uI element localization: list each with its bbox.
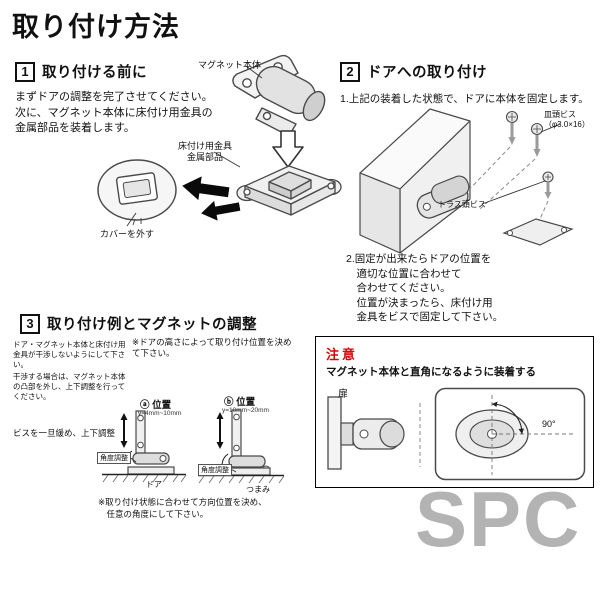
caution-text: マグネット本体と直角になるように装着する xyxy=(326,366,536,378)
door-label: ドア xyxy=(146,480,162,489)
remove-arrow-icon xyxy=(182,176,230,201)
page-title: 取り付け方法 xyxy=(12,12,180,42)
caution-box: 注意 マグネット本体と直角になるように装着する 扉 90° xyxy=(315,336,594,488)
caution-front-illustration xyxy=(434,387,586,481)
section1-body: まずドアの調整を完了させてください。 次に、マグネット本体に床付け用金具の 金属… xyxy=(15,91,213,134)
adjustment-b-illustration xyxy=(198,409,285,484)
section2-heading: ドアへの取り付け xyxy=(367,65,487,81)
door-mount-illustration xyxy=(359,108,574,254)
section2-step2: 2.固定が出来たらドアの位置を 適切な位置に合わせて 合わせてください。 位置が… xyxy=(346,253,504,323)
section1-header: 1 取り付ける前に xyxy=(15,61,147,82)
floor-fitting-label: 床付け用金具 金属部品 xyxy=(178,141,233,162)
angle-90-label: 90° xyxy=(542,419,556,429)
remove-cover-label: カバーを外す xyxy=(100,229,155,239)
knob-label: つまみ xyxy=(246,485,270,494)
truss-head-screw-label: トラス頭ビス xyxy=(438,200,486,209)
magnet-body-label: マグネット本体 xyxy=(198,60,262,70)
angle-adjust-label-b: 角度調整 xyxy=(198,464,232,476)
position-a-label: ⓐ 位置 xyxy=(140,400,172,411)
angle-adjust-label-a: 角度調整 xyxy=(97,452,131,464)
position-b-label: ⓑ 位置 xyxy=(224,397,256,408)
position-a-range: y=4mm~10mm xyxy=(138,410,182,417)
loosen-screw-label: ビスを一旦緩め、上下調整 xyxy=(13,428,116,438)
section3-header: 3 取り付け例とマグネットの調整 xyxy=(20,313,257,334)
spc-watermark: SPC xyxy=(415,475,582,563)
adjustment-a-illustration xyxy=(102,410,187,483)
section2-number: 2 xyxy=(340,61,360,82)
height-note: ※ドアの高さによって取り付け位置を決めて下さい。 xyxy=(132,337,292,358)
section3-heading: 取り付け例とマグネットの調整 xyxy=(47,317,257,333)
position-b-range: y=10mm~20mm xyxy=(222,407,269,414)
adjust-note: 干渉する場合は、マグネット本体の凸部を外し、上下調整を行ってください。 xyxy=(13,372,126,401)
caution-title: 注意 xyxy=(326,347,359,362)
section1-number: 1 xyxy=(15,61,35,82)
section1-heading: 取り付ける前に xyxy=(42,65,147,81)
direction-note: ※取り付け状態に合わせて方向位置を決め、 任意の角度にして下さい。 xyxy=(98,497,267,519)
cover-plate-illustration xyxy=(97,159,177,226)
section2-header: 2 ドアへの取り付け xyxy=(340,61,487,82)
magnet-body-illustration xyxy=(232,54,326,137)
section3-number: 3 xyxy=(20,313,40,334)
remove-arrow-icon xyxy=(201,200,241,221)
attach-down-arrow-icon xyxy=(272,130,304,168)
clearance-note: ドア・マグネット本体と床付け用金具が干渉しないようにして下さい。 xyxy=(13,340,126,369)
metal-part-illustration xyxy=(236,165,342,216)
flat-head-screw-label: 皿頭ビス （φ3.0×16） xyxy=(544,110,590,129)
section2-step1: 1.上記の装着した状態で、ドアに本体を固定します。 xyxy=(340,93,589,105)
caution-side-illustration xyxy=(327,396,421,470)
door-panel-label: 扉 xyxy=(338,389,348,400)
